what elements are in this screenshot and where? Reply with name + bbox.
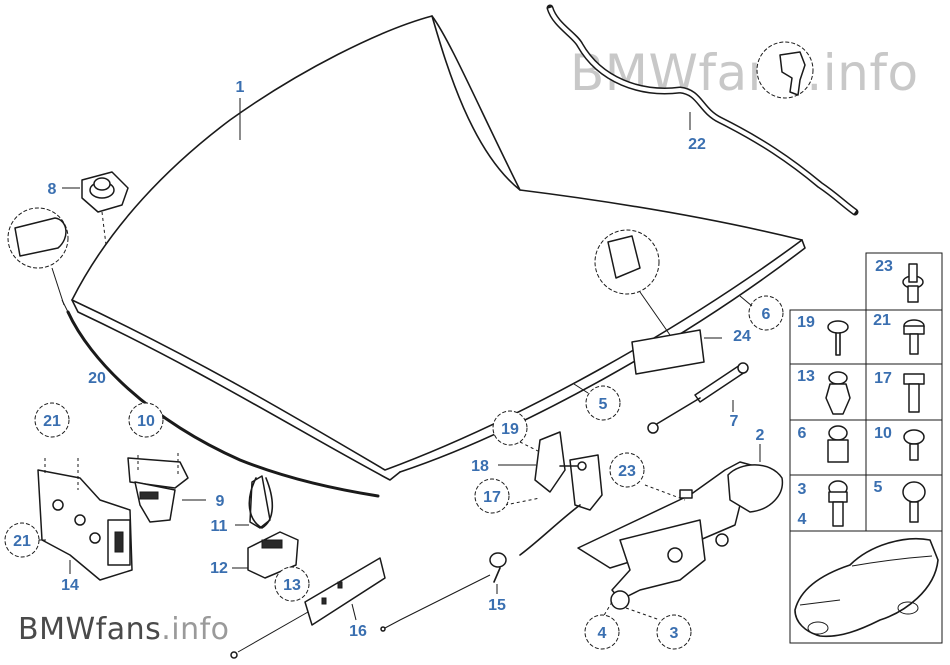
- legend-13: 13: [797, 368, 815, 385]
- callout-3: 3: [670, 625, 679, 642]
- watermark-bottom-brand: BMWfans: [18, 612, 162, 647]
- legend-3: 3: [798, 481, 807, 498]
- callout-circle-13: [274, 566, 310, 602]
- callout-16: 16: [349, 623, 367, 640]
- watermark-bottom-tld: .info: [161, 612, 230, 647]
- callout-22: 22: [688, 136, 706, 153]
- rubber-buffer-part[interactable]: [81, 171, 129, 246]
- callout-circle-17: [474, 478, 510, 514]
- front-edge-seal[interactable]: [66, 310, 380, 498]
- callout-7: 7: [730, 413, 739, 430]
- lower-latch-part[interactable]: [37, 458, 133, 581]
- callout-circle-21: [34, 402, 70, 438]
- callout-circle-4: [584, 614, 620, 650]
- callout-15: 15: [488, 597, 506, 614]
- car-thumbnail-icon: [794, 537, 939, 638]
- bolt-21-icon: [903, 319, 925, 355]
- hood-latch-bracket[interactable]: [534, 431, 603, 511]
- legend-6: 6: [798, 425, 807, 442]
- callout-24: 24: [733, 328, 751, 345]
- callout-circle-23: [609, 452, 645, 488]
- callout-21: 21: [43, 413, 61, 430]
- callout-8: 8: [48, 181, 57, 198]
- watermark-bottom: BMWfans.info: [18, 612, 230, 647]
- legend-21: 21: [873, 312, 891, 329]
- callout-20: 20: [88, 370, 106, 387]
- hinge-assembly[interactable]: [577, 461, 784, 623]
- catch-part[interactable]: [247, 531, 299, 579]
- release-cable[interactable]: [380, 504, 581, 632]
- callout-circle-10: [128, 402, 164, 438]
- callout-circle-5: [585, 385, 621, 421]
- callout-11: 11: [211, 518, 228, 535]
- hood-panel[interactable]: [71, 15, 806, 481]
- screw-23-icon: [902, 263, 924, 303]
- callout-13: 13: [283, 577, 301, 594]
- callout-circle-21b: [4, 522, 40, 558]
- callout-10: 10: [137, 413, 155, 430]
- legend-17: 17: [874, 370, 892, 387]
- clip-13-icon: [825, 371, 851, 415]
- callout-circle-19: [492, 410, 528, 446]
- callout-9: 9: [216, 493, 225, 510]
- callout-14: 14: [61, 577, 79, 594]
- callout-1: 1: [236, 79, 245, 96]
- legend-5: 5: [874, 479, 883, 496]
- hook-part[interactable]: [248, 475, 274, 529]
- callout-17: 17: [483, 489, 501, 506]
- legend-4: 4: [798, 511, 807, 528]
- callout-5: 5: [599, 396, 608, 413]
- callout-23: 23: [618, 463, 636, 480]
- seal-section-icon: [14, 217, 67, 257]
- rubber-strip-part[interactable]: [631, 329, 705, 375]
- nut-6-icon: [827, 425, 849, 463]
- callout-2: 2: [756, 427, 765, 444]
- legend-10: 10: [874, 425, 892, 442]
- screw-19-icon: [827, 320, 849, 356]
- rear-hood-seal[interactable]: [546, 4, 859, 216]
- release-handle-part[interactable]: [230, 557, 386, 659]
- callout-circle-3: [656, 614, 692, 650]
- seal-profile-icon: [779, 51, 806, 96]
- legend-19: 19: [797, 314, 815, 331]
- bolt-3-4-icon: [828, 480, 848, 527]
- gas-strut-part[interactable]: [647, 362, 749, 434]
- legend-23: 23: [875, 258, 893, 275]
- callout-4: 4: [598, 625, 607, 642]
- lock-assembly[interactable]: [127, 452, 189, 523]
- callout-circle-6: [748, 295, 784, 331]
- fastener-legend: 23 19 21 13 17 6 10 3 4 5: [789, 252, 943, 644]
- strip-profile-icon: [607, 235, 641, 279]
- cap-5-icon: [902, 481, 926, 523]
- callout-19: 19: [501, 421, 519, 438]
- callout-6: 6: [762, 306, 771, 323]
- callout-18: 18: [471, 458, 489, 475]
- bolt-10-icon: [903, 429, 925, 461]
- callout-21b: 21: [13, 533, 31, 550]
- callout-12: 12: [210, 560, 228, 577]
- watermark-tld: .info: [806, 44, 919, 102]
- bolt-17-icon: [903, 373, 925, 413]
